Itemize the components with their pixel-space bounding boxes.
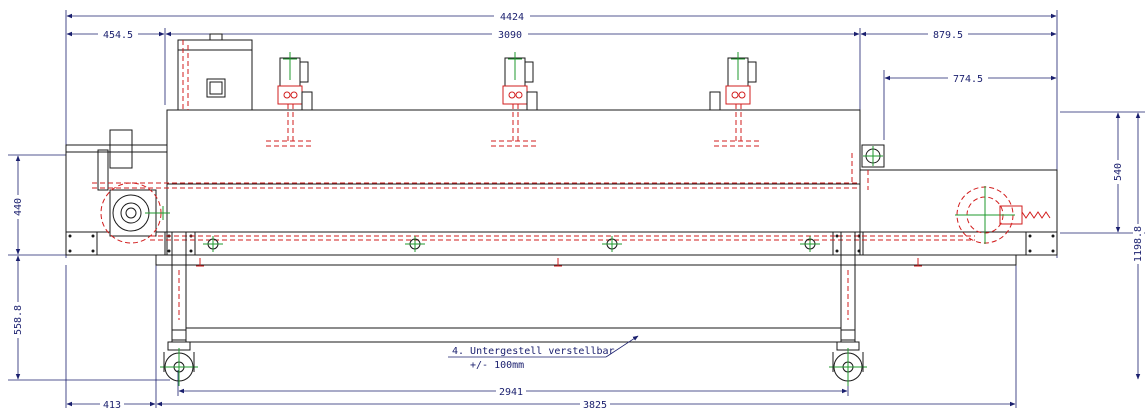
dim-left-overhang: 454.5 <box>103 30 133 41</box>
valve-1 <box>266 52 314 147</box>
dim-main-frame-length: 3090 <box>498 30 522 41</box>
valve-2 <box>491 52 539 147</box>
dimension-labels: 4424 454.5 3090 879.5 774.5 440 540 1198… <box>13 10 1144 409</box>
tension-unit <box>851 144 1051 244</box>
caster-right <box>829 341 867 386</box>
undercarriage-note: 4. Untergestell verstellbar +/- 100mm <box>448 335 639 371</box>
valve-3 <box>709 52 762 147</box>
dim-leg-height: 558.8 <box>13 305 24 335</box>
dim-overall-length: 4424 <box>500 12 524 23</box>
note-line-2: +/- 100mm <box>470 360 524 371</box>
dim-wheel-span: 2941 <box>499 387 523 398</box>
control-box <box>177 33 253 111</box>
support-rollers <box>196 236 922 267</box>
undercarriage <box>171 231 856 343</box>
dim-right-overhang: 879.5 <box>933 30 963 41</box>
valve-group <box>266 52 762 147</box>
dim-right-height: 540 <box>1113 163 1124 181</box>
dim-bottom-left: 413 <box>103 400 121 409</box>
dim-bottom-length: 3825 <box>583 400 607 409</box>
dim-total-height: 1198.8 <box>1133 226 1144 262</box>
dim-left-height: 440 <box>13 198 24 216</box>
caster-left <box>160 341 198 386</box>
conveyor-frame <box>65 109 1058 266</box>
dim-right-inner: 774.5 <box>953 74 983 85</box>
note-line-1: 4. Untergestell verstellbar <box>452 346 615 357</box>
drive-motor <box>92 129 975 244</box>
